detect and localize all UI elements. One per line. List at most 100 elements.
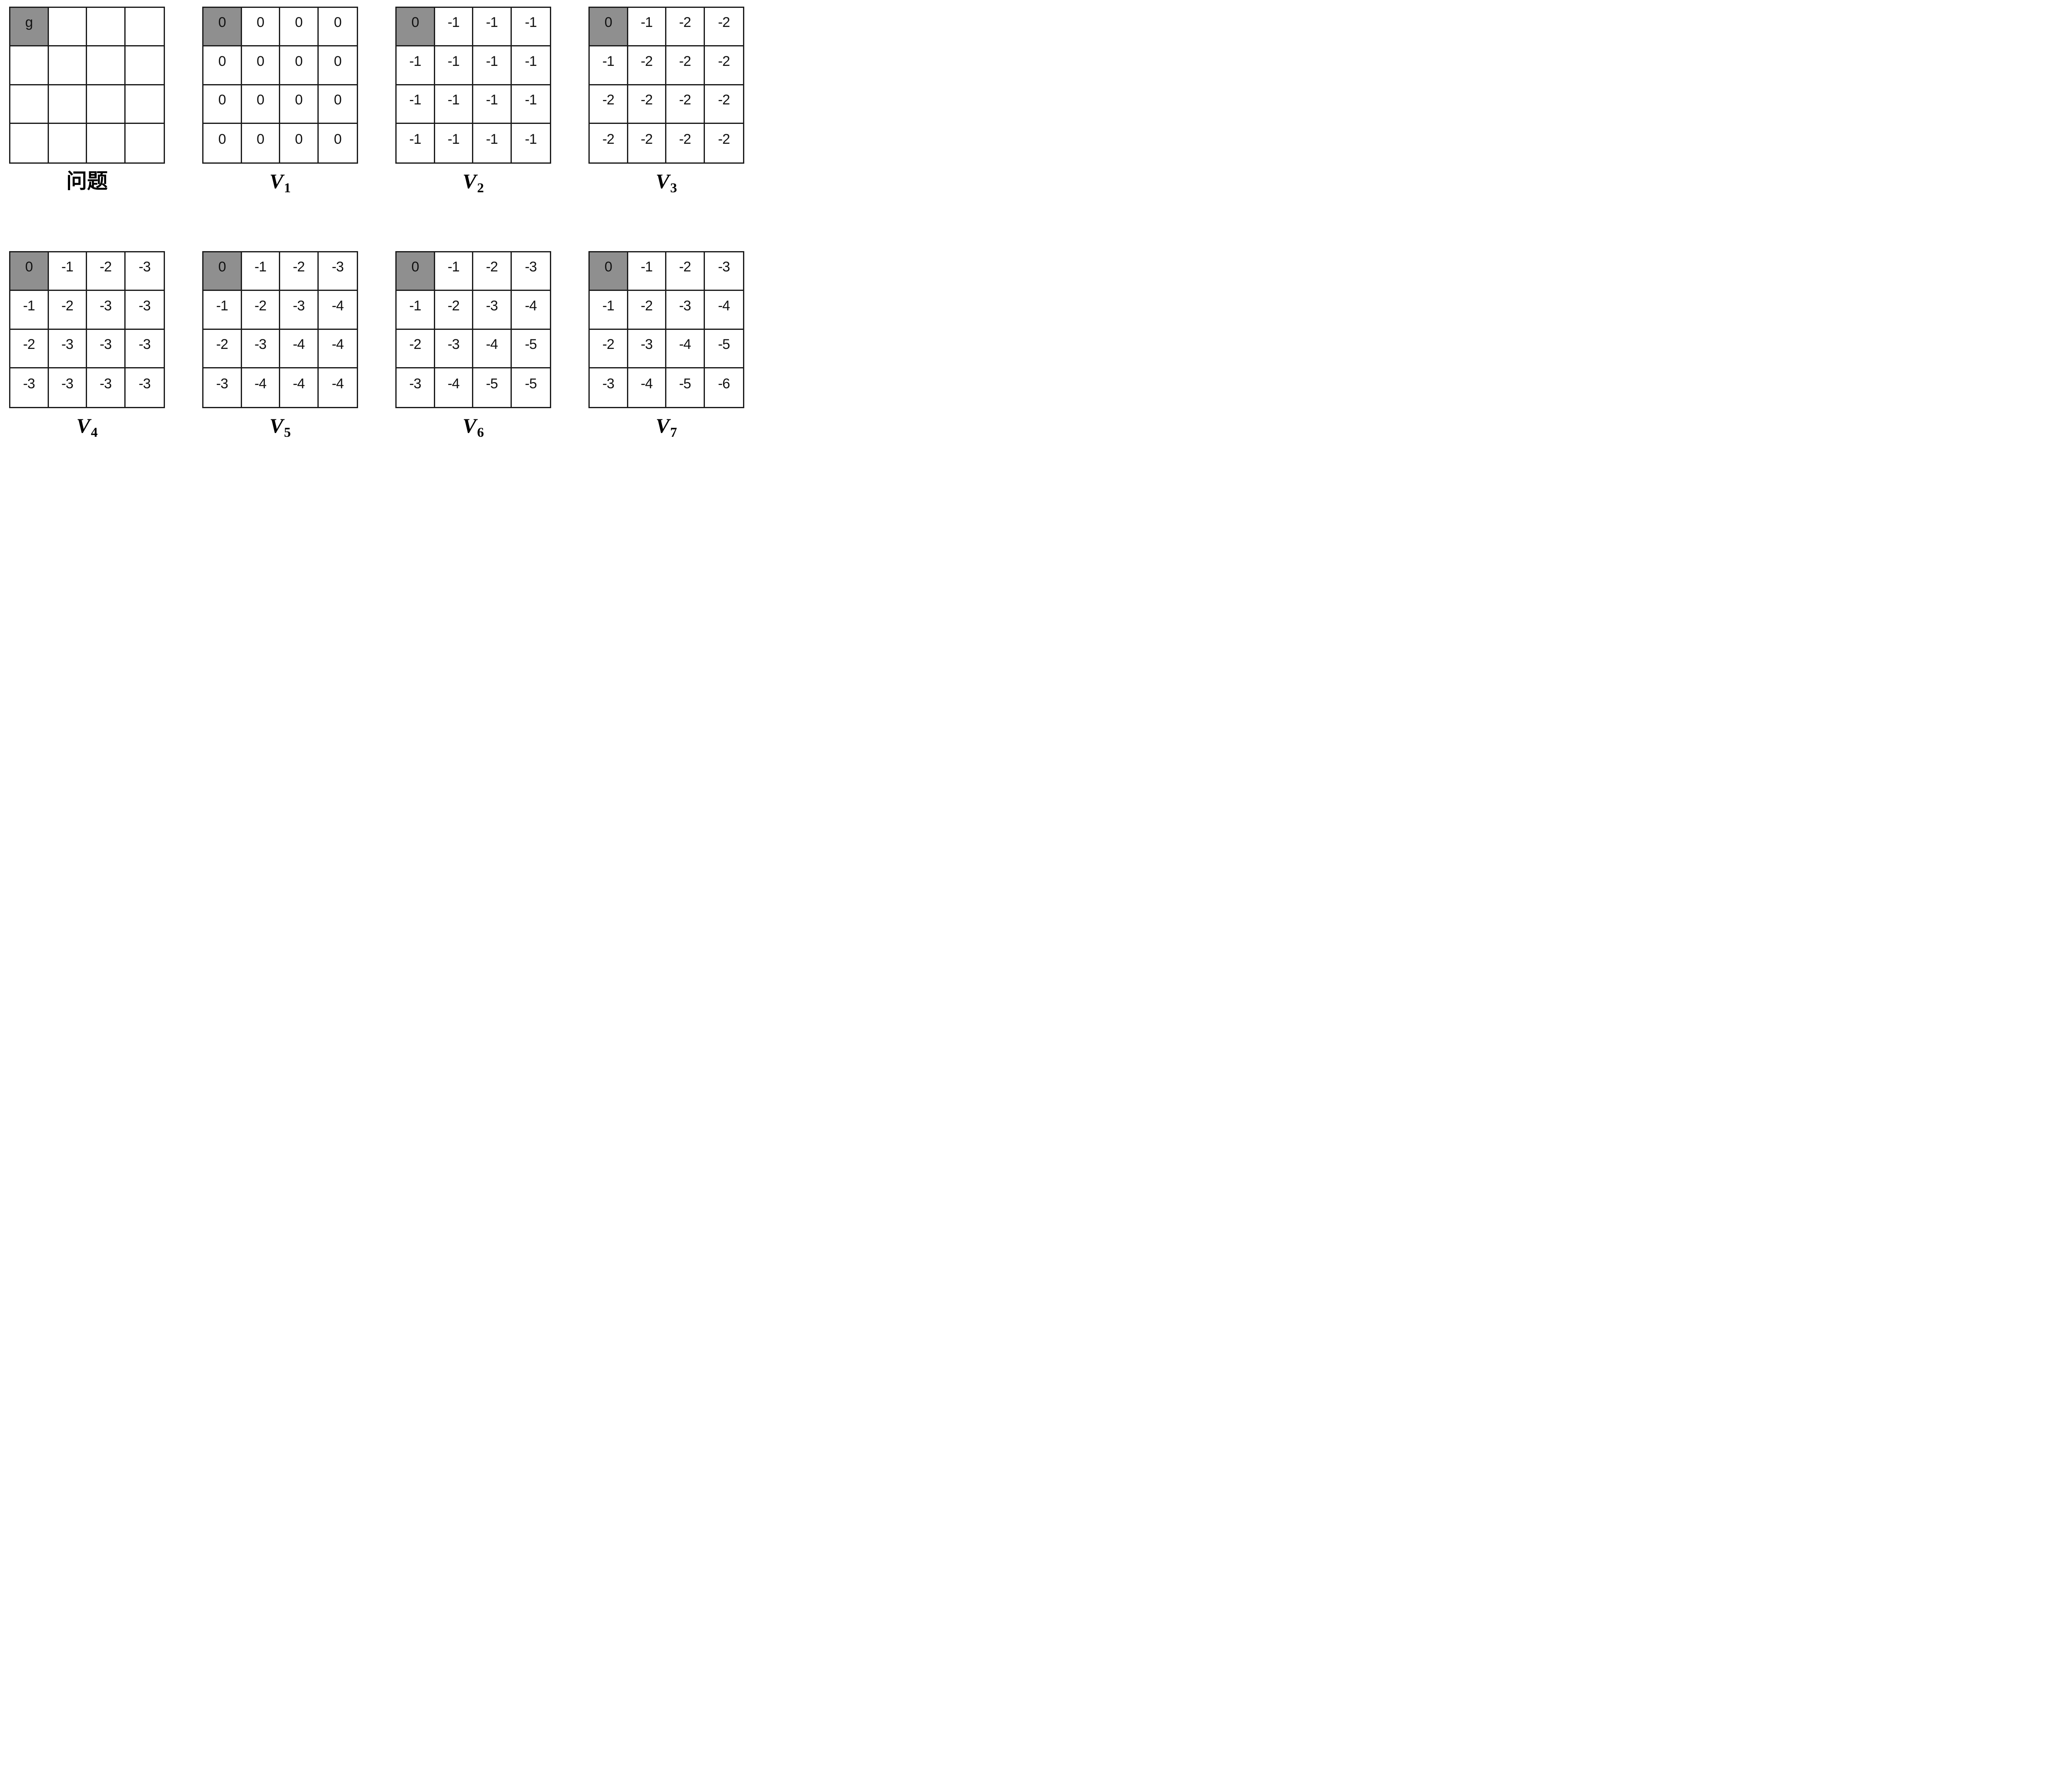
cell-problem-r2c0 [10, 85, 49, 124]
panel-label-text: V4 [76, 414, 98, 440]
cell-value: -2 [23, 336, 35, 352]
cell-value: -4 [332, 298, 344, 314]
cell-problem-r2c3 [125, 85, 164, 124]
panel-label-text: V6 [462, 414, 484, 440]
cell-V1-r0c3: 0 [318, 8, 357, 47]
cell-V3-r1c3: -2 [704, 46, 743, 85]
cell-value: -1 [448, 15, 460, 31]
cell-V7-r3c0: -3 [590, 368, 628, 407]
cell-V1-r1c2: 0 [280, 46, 319, 85]
cell-value: -2 [718, 53, 730, 69]
cell-V4-r3c1: -3 [48, 368, 87, 407]
cell-V5-r3c1: -4 [242, 368, 280, 407]
cell-value: -2 [679, 15, 691, 31]
cell-V4-r0c3: -3 [125, 252, 164, 291]
cell-V6-r3c2: -5 [473, 368, 512, 407]
panel-label-problem: 问题 [66, 170, 108, 197]
cell-V2-r0c3: -1 [511, 8, 550, 47]
cell-value: -1 [486, 53, 498, 69]
panel-label-V6: V6 [462, 414, 484, 442]
cell-V4-r3c3: -3 [125, 368, 164, 407]
cell-V4-r0c2: -2 [87, 252, 126, 291]
cell-value: -2 [641, 53, 653, 69]
grid-V3: 0-1-2-2-1-2-2-2-2-2-2-2-2-2-2-2 [588, 7, 744, 164]
cell-V7-r0c3: -3 [704, 252, 743, 291]
cell-V6-r1c1: -2 [435, 291, 473, 330]
cell-value: -2 [679, 92, 691, 108]
cell-value: -5 [486, 375, 498, 392]
cell-value: -4 [641, 375, 653, 392]
cell-value: -3 [486, 298, 498, 314]
cell-value: -4 [293, 375, 305, 392]
cell-value: -1 [409, 131, 421, 147]
cell-V7-r3c2: -5 [666, 368, 705, 407]
cell-value: -1 [254, 259, 266, 275]
cell-value: -3 [254, 336, 266, 352]
cell-V5-r3c0: -3 [203, 368, 242, 407]
grid-V2: 0-1-1-1-1-1-1-1-1-1-1-1-1-1-1-1 [395, 7, 551, 164]
cell-V4-r2c3: -3 [125, 329, 164, 368]
panel-label-text: 问题 [66, 169, 108, 193]
cell-V3-r3c3: -2 [704, 123, 743, 162]
cell-problem-r2c1 [48, 85, 87, 124]
cell-value: 0 [257, 53, 264, 69]
cell-problem-r0c1 [48, 8, 87, 47]
cell-problem-r1c3 [125, 46, 164, 85]
cell-V7-r3c1: -4 [628, 368, 666, 407]
cell-V2-r3c1: -1 [435, 123, 473, 162]
cell-value: -4 [332, 375, 344, 392]
cell-V2-r0c1: -1 [435, 8, 473, 47]
cell-value: -3 [61, 375, 73, 392]
cell-problem-r0c2 [87, 8, 126, 47]
cell-value: -2 [602, 131, 615, 147]
cell-V2-r3c3: -1 [511, 123, 550, 162]
cell-value: 0 [295, 53, 303, 69]
cell-V3-r3c0: -2 [590, 123, 628, 162]
cell-value: -2 [679, 131, 691, 147]
cell-V2-r2c3: -1 [511, 85, 550, 124]
cell-value: 0 [257, 92, 264, 108]
cell-value: -2 [602, 336, 615, 352]
cell-V2-r0c2: -1 [473, 8, 512, 47]
cell-V7-r0c0: 0 [590, 252, 628, 291]
cell-V1-r3c3: 0 [318, 123, 357, 162]
cell-V2-r0c0: 0 [397, 8, 435, 47]
grid-problem: g [9, 7, 165, 164]
cell-V7-r2c0: -2 [590, 329, 628, 368]
grid-V4: 0-1-2-3-1-2-3-3-2-3-3-3-3-3-3-3 [9, 251, 165, 408]
cell-V1-r2c1: 0 [242, 85, 280, 124]
cell-value: -1 [641, 15, 653, 31]
cell-value: -5 [679, 375, 691, 392]
cell-value: -3 [602, 375, 615, 392]
panel-label-text: V3 [656, 169, 677, 196]
cell-problem-r2c2 [87, 85, 126, 124]
panel-label-text: V2 [462, 169, 484, 196]
cell-V6-r1c3: -4 [511, 291, 550, 330]
cell-value: -2 [602, 92, 615, 108]
cell-V5-r2c0: -2 [203, 329, 242, 368]
cell-V1-r3c2: 0 [280, 123, 319, 162]
cell-value: -2 [254, 298, 266, 314]
cell-V6-r3c0: -3 [397, 368, 435, 407]
cell-V5-r2c2: -4 [280, 329, 319, 368]
cell-V6-r0c0: 0 [397, 252, 435, 291]
cell-value: -1 [486, 131, 498, 147]
cell-value: -3 [525, 259, 537, 275]
cell-value: -1 [409, 53, 421, 69]
cell-value: -3 [138, 259, 151, 275]
cell-value: -3 [216, 375, 228, 392]
cell-value: -1 [641, 259, 653, 275]
cell-value: 0 [218, 92, 226, 108]
cell-V3-r1c1: -2 [628, 46, 666, 85]
cell-value: -2 [448, 298, 460, 314]
cell-V1-r1c3: 0 [318, 46, 357, 85]
cell-value: -4 [525, 298, 537, 314]
cell-V5-r3c2: -4 [280, 368, 319, 407]
cell-value: 0 [604, 259, 612, 275]
